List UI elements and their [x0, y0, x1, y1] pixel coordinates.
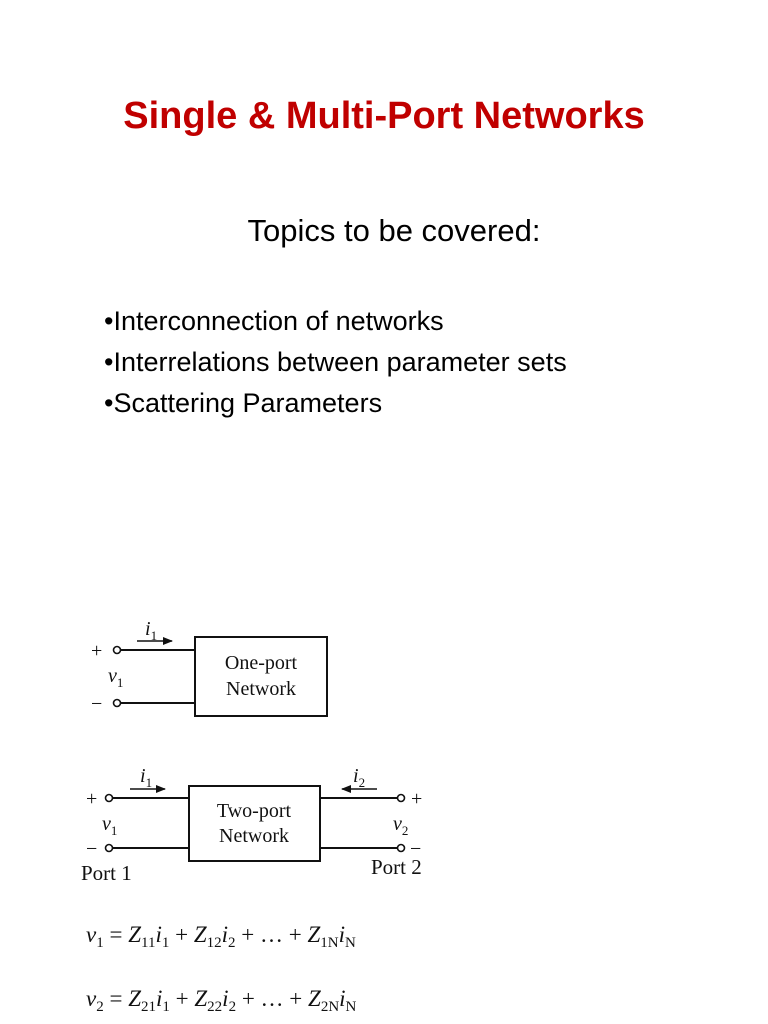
- topic-item: •Interconnection of networks: [104, 306, 444, 336]
- port2-top-terminal: [396, 793, 406, 803]
- port1-label: Port 1: [81, 861, 132, 885]
- one-port-diagram: One-port Network i1 + − v1: [91, 618, 328, 717]
- one-port-plus-sign: +: [91, 640, 102, 662]
- slide-subtitle: Topics to be covered:: [247, 213, 541, 248]
- one-port-top-terminal: [112, 645, 122, 655]
- topic-item: •Interrelations between parameter sets: [104, 347, 567, 377]
- topic-item: •Scattering Parameters: [104, 388, 383, 418]
- slide-title: Single & Multi-Port Networks: [123, 95, 645, 137]
- port2-plus-sign: +: [411, 788, 422, 810]
- port2-bottom-terminal: [396, 843, 406, 853]
- equation-v1: v1 = Z11i1 + Z12i2 + … + Z1NiN: [86, 922, 356, 951]
- two-port-box-label-line1: Two-port: [217, 800, 292, 822]
- port2-minus-sign: −: [410, 838, 421, 860]
- port1-bottom-terminal: [104, 843, 114, 853]
- port1-top-terminal: [104, 793, 114, 803]
- one-port-bottom-terminal: [112, 698, 122, 708]
- port2-label: Port 2: [371, 855, 422, 879]
- impedance-equations: v1 = Z11i1 + Z12i2 + … + Z1NiN v2 = Z21i…: [86, 914, 356, 1020]
- port1-minus-sign: −: [86, 838, 97, 860]
- network-diagrams: One-port Network i1 + − v1 Two-port Netw…: [81, 618, 422, 885]
- port1-current-label: i1: [140, 765, 152, 790]
- topic-list: •Interconnection of networks •Interrelat…: [104, 301, 567, 424]
- two-port-box: [188, 785, 321, 862]
- one-port-voltage-label: v1: [108, 665, 123, 690]
- one-port-box-label-line2: Network: [226, 678, 296, 700]
- port1-voltage-label: v1: [102, 813, 117, 838]
- two-port-box-label-line2: Network: [219, 825, 289, 847]
- one-port-current-label: i1: [145, 618, 157, 643]
- equation-v2: v2 = Z21i1 + Z22i2 + … + Z2NiN: [86, 986, 357, 1015]
- port2-current-label: i2: [353, 765, 365, 790]
- two-port-diagram: Two-port Network i1 + − v1 Port 1 i2 + −…: [81, 765, 422, 885]
- one-port-box: [194, 636, 328, 717]
- port2-voltage-label: v2: [393, 813, 408, 838]
- port1-plus-sign: +: [86, 788, 97, 810]
- one-port-minus-sign: −: [91, 693, 102, 715]
- one-port-box-label-line1: One-port: [225, 652, 298, 674]
